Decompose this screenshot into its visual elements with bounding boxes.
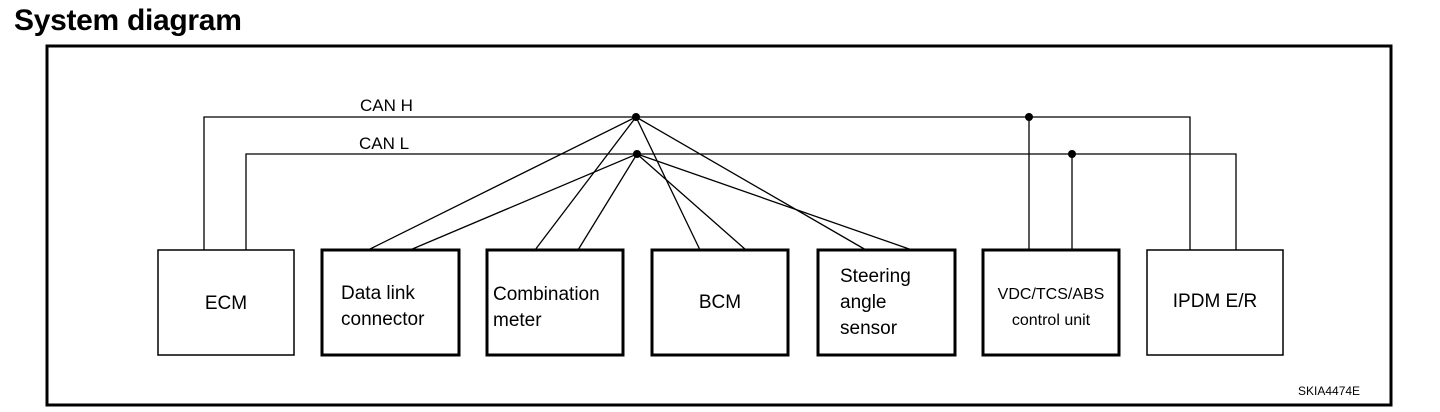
module-data-link-connector-label-2: connector: [341, 309, 425, 330]
can-h-to-combination-meter-line: [534, 116, 637, 251]
module-combination-meter-label-2: meter: [493, 310, 542, 331]
can-h-junction-dot: [632, 113, 640, 121]
module-combination-meter-label-1: Combination: [493, 284, 600, 305]
module-bcm: BCM: [650, 248, 790, 357]
can-h-bus-line: [203, 116, 1191, 250]
module-ecm-label: ECM: [205, 293, 247, 314]
module-data-link-connector: Data link connector: [320, 248, 461, 357]
can-l-to-steering-line: [636, 153, 913, 251]
module-data-link-connector-label-1: Data link: [341, 283, 415, 304]
can-l-bus-line: [245, 153, 1237, 250]
figure-code: SKIA4474E: [1298, 384, 1360, 398]
module-vdc-tcs-abs-control-unit: VDC/TCS/ABS control unit: [981, 248, 1121, 357]
diagram-frame: [45, 44, 1393, 407]
can-h-label: CAN H: [360, 96, 413, 115]
can-l-label: CAN L: [359, 134, 409, 153]
module-ipdm-e-r: IPDM E/R: [1146, 249, 1284, 356]
module-ecm: ECM: [157, 249, 295, 356]
can-h-to-steering-line: [635, 116, 867, 251]
module-steering-angle-sensor-label-3: sensor: [840, 318, 898, 339]
can-h-to-data-link-line: [367, 116, 637, 251]
vdc-can-l-junction-dot: [1068, 150, 1076, 158]
module-combination-meter: Combination meter: [485, 248, 625, 357]
page-title: System diagram: [14, 4, 242, 37]
vdc-can-h-junction-dot: [1025, 113, 1033, 121]
module-vdc-tcs-abs-label-1: VDC/TCS/ABS: [998, 286, 1105, 303]
can-l-to-combination-meter-line: [577, 153, 638, 251]
module-bcm-label: BCM: [699, 292, 741, 313]
module-steering-angle-sensor-label-1: Steering: [840, 266, 911, 287]
module-ipdm-e-r-label: IPDM E/R: [1173, 291, 1257, 312]
can-l-to-bcm-line: [636, 153, 747, 251]
module-steering-angle-sensor-label-2: angle: [840, 292, 887, 313]
can-h-to-bcm-line: [635, 116, 701, 251]
can-l-to-data-link-line: [409, 153, 638, 251]
can-l-junction-dot: [633, 150, 641, 158]
module-steering-angle-sensor: Steering angle sensor: [816, 248, 957, 357]
module-vdc-tcs-abs-label-2: control unit: [1012, 312, 1091, 329]
